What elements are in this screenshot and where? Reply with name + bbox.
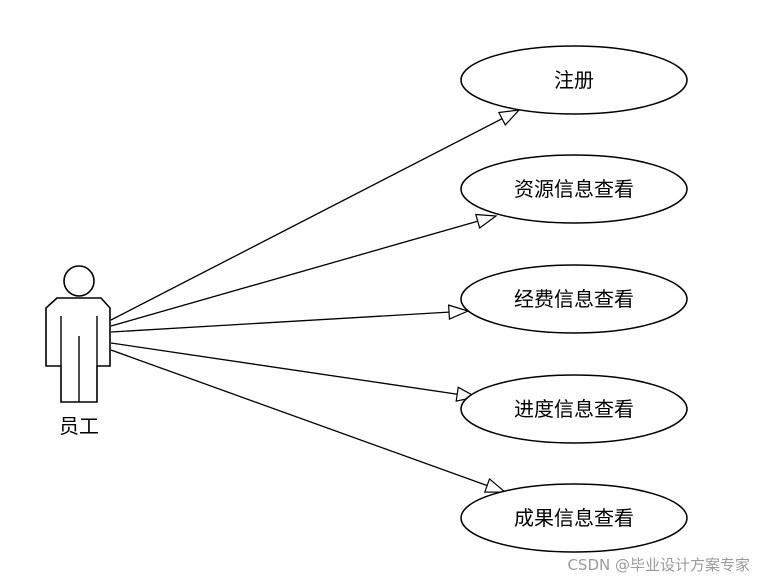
association-uc-2 (110, 213, 498, 327)
use-case-label: 注册 (554, 68, 594, 92)
watermark-text: CSDN @毕业设计方案专家 (567, 556, 750, 574)
associations (110, 109, 521, 493)
association-uc-3 (110, 304, 470, 333)
actor-employee: 员工 (45, 265, 111, 438)
use-case-progress-info: 进度信息查看 (460, 374, 688, 444)
association-uc-1 (110, 109, 521, 321)
use-case-label: 成果信息查看 (514, 506, 634, 530)
use-case-resource-info: 资源信息查看 (460, 154, 688, 224)
use-case-label: 进度信息查看 (514, 397, 634, 421)
use-case-results-info: 成果信息查看 (460, 483, 688, 553)
use-case-label: 资源信息查看 (514, 177, 634, 201)
use-case-funding-info: 经费信息查看 (460, 264, 688, 334)
use-case-label: 经费信息查看 (514, 287, 634, 311)
association-uc-4 (110, 342, 478, 402)
use-case-register: 注册 (460, 45, 688, 115)
association-uc-5 (110, 349, 507, 493)
actor-label: 员工 (59, 414, 99, 438)
